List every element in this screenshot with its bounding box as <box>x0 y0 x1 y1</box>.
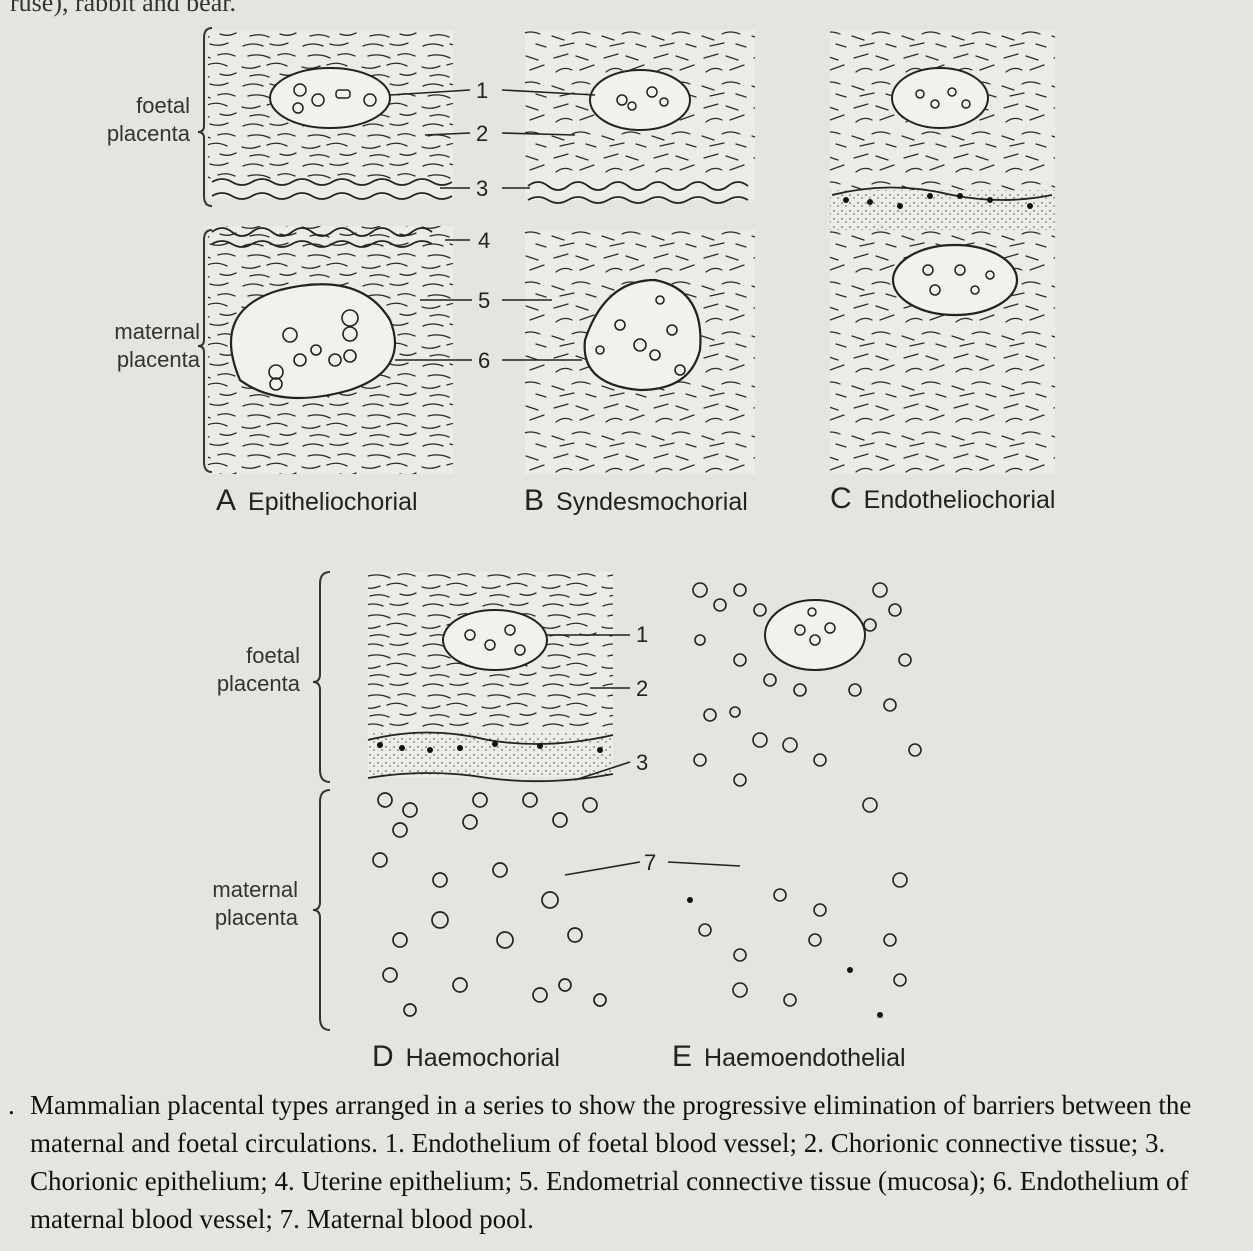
caption-text: Mammalian placental types arranged in a … <box>30 1090 1191 1234</box>
number-1-bottom: 1 <box>636 622 648 648</box>
number-2-bottom: 2 <box>636 676 648 702</box>
label-line: maternal <box>88 318 200 346</box>
panel-d-illustration <box>368 572 613 1016</box>
panel-letter: B <box>524 484 544 517</box>
bottom-foetal-placenta-label: foetal placenta <box>190 642 300 698</box>
label-line: maternal <box>186 876 298 904</box>
number-6-top: 6 <box>478 348 490 374</box>
number-5-top: 5 <box>478 288 490 314</box>
caption-bullet: . <box>8 1086 15 1124</box>
panel-a-label: A Epitheliochorial <box>216 484 418 518</box>
panel-name: Epitheliochorial <box>248 488 418 516</box>
label-line: placenta <box>90 120 190 148</box>
panel-b-illustration <box>525 30 755 474</box>
panel-name: Haemochorial <box>406 1044 560 1072</box>
panel-letter: D <box>372 1040 394 1073</box>
number-7-bottom: 7 <box>644 850 656 876</box>
label-line: placenta <box>186 904 298 932</box>
panel-letter: A <box>216 484 236 517</box>
panel-letter: C <box>830 482 852 515</box>
label-line: foetal <box>190 642 300 670</box>
panel-a-illustration <box>208 30 453 474</box>
panel-d-label: D Haemochorial <box>372 1040 560 1074</box>
panel-name: Endotheliochorial <box>864 486 1056 514</box>
number-4-top: 4 <box>478 228 490 254</box>
panel-c-label: C Endotheliochorial <box>830 482 1055 516</box>
panel-b-label: B Syndesmochorial <box>524 484 748 518</box>
label-line: placenta <box>190 670 300 698</box>
top-foetal-placenta-label: foetal placenta <box>90 92 190 148</box>
top-maternal-placenta-label: maternal placenta <box>88 318 200 374</box>
label-line: placenta <box>88 346 200 374</box>
panel-e-label: E Haemoendothelial <box>672 1040 906 1074</box>
panel-c-illustration <box>830 30 1055 474</box>
bottom-maternal-placenta-label: maternal placenta <box>186 876 298 932</box>
panel-e-illustration <box>687 583 921 1018</box>
panel-letter: E <box>672 1040 692 1073</box>
number-2-top: 2 <box>476 121 488 147</box>
number-1-top: 1 <box>476 78 488 104</box>
number-3-top: 3 <box>476 176 488 202</box>
panel-name: Syndesmochorial <box>556 488 748 516</box>
number-3-bottom: 3 <box>636 750 648 776</box>
figure-caption: . Mammalian placental types arranged in … <box>30 1086 1230 1238</box>
label-line: foetal <box>90 92 190 120</box>
panel-name: Haemoendothelial <box>704 1044 906 1072</box>
